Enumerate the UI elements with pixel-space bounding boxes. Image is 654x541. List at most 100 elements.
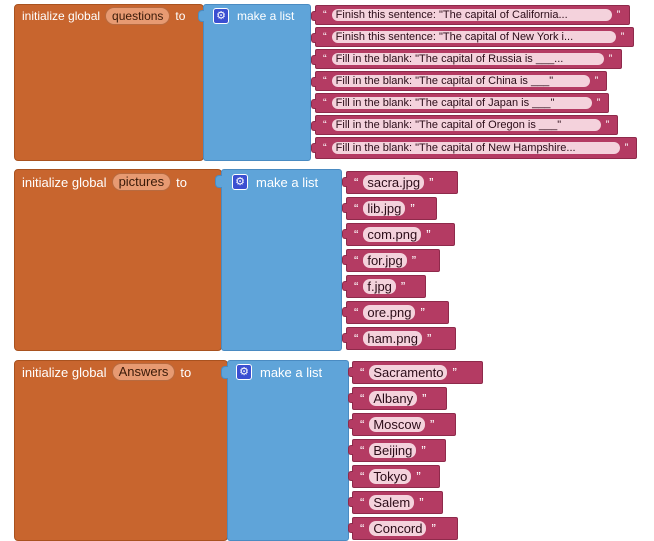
to-label: to <box>175 9 186 23</box>
quote-close: ” <box>419 495 424 510</box>
make-a-list-block-questions[interactable] <box>203 4 311 161</box>
quote-close: ” <box>430 417 435 432</box>
string-item[interactable]: “f.jpg” <box>342 275 426 298</box>
string-text[interactable]: Fill in the blank: "The capital of Russi… <box>331 53 604 65</box>
string-item[interactable]: “ham.png” <box>342 327 456 350</box>
quote-close: ” <box>616 9 621 21</box>
quote-open: “ <box>323 9 327 21</box>
string-text[interactable]: for.jpg <box>363 253 407 268</box>
string-tab <box>311 77 316 87</box>
string-item[interactable]: “ Finish this sentence: "The capital of C… <box>311 5 630 25</box>
string-tab <box>348 419 353 429</box>
string-item[interactable]: “ Fill in the blank: "The capital of Russ… <box>311 49 622 69</box>
string-tab <box>311 99 316 109</box>
string-text[interactable]: f.jpg <box>363 279 396 294</box>
string-item[interactable]: “ore.png” <box>342 301 449 324</box>
quote-close: ” <box>416 469 421 484</box>
gear-icon[interactable]: ⚙ <box>236 364 252 380</box>
string-item[interactable]: “Salem” <box>348 491 443 514</box>
string-text[interactable]: Finish this sentence: "The capital of Ne… <box>331 31 616 43</box>
quote-open: “ <box>354 279 359 294</box>
make-a-list-header: ⚙ make a list <box>213 6 294 26</box>
string-item[interactable]: “ Fill in the blank: "The capital of New … <box>311 137 637 159</box>
string-tab <box>342 255 347 265</box>
string-item[interactable]: “ Tokyo ” <box>348 465 440 488</box>
quote-open: “ <box>360 391 365 406</box>
string-item[interactable]: “ Moscow ” <box>348 413 456 436</box>
initialize-global-label: initialize global <box>22 364 107 380</box>
string-text[interactable]: lib.jpg <box>363 201 406 216</box>
quote-close: ” <box>426 227 431 242</box>
string-tab <box>348 393 353 403</box>
string-item[interactable]: “Finish this sentence: "The capital of N… <box>311 27 634 47</box>
string-text[interactable]: ham.png <box>363 331 422 346</box>
global-questions-header: initialize global questions to <box>22 6 185 26</box>
string-text[interactable]: Fill in the blank: "The capital of New H… <box>331 142 620 154</box>
global-answers-block[interactable] <box>14 360 228 541</box>
string-text[interactable]: Beijing <box>369 443 417 458</box>
quote-close: ” <box>624 142 629 154</box>
string-text[interactable]: Fill in the blank: "The capital of Orego… <box>331 119 601 131</box>
quote-close: ” <box>426 331 432 346</box>
string-text[interactable]: Fill in the blank: "The capital of China… <box>331 75 590 87</box>
string-text[interactable]: Moscow <box>369 417 426 432</box>
string-text[interactable]: Tokyo <box>369 469 412 484</box>
global-answers-header: initialize global Answers to <box>22 362 191 382</box>
make-a-list-label: make a list <box>237 9 295 23</box>
make-a-list-label: make a list <box>256 174 319 190</box>
variable-name-answers[interactable]: Answers <box>111 363 176 381</box>
variable-name-questions[interactable]: questions <box>105 7 171 25</box>
string-tab <box>342 333 347 343</box>
string-text[interactable]: Finish this sentence: "The capital of Ca… <box>331 9 612 21</box>
string-item[interactable]: “Fill in the blank: "The capital of Oreg… <box>311 115 618 135</box>
quote-open: “ <box>323 53 327 65</box>
make-a-list-block-answers[interactable] <box>227 360 349 541</box>
string-text[interactable]: Concord <box>369 521 427 536</box>
string-item[interactable]: “ Beijing ” <box>348 439 446 462</box>
string-item[interactable]: “Sacramento” <box>348 361 483 384</box>
string-text[interactable]: Salem <box>369 495 415 510</box>
string-tab <box>348 471 353 481</box>
quote-open: “ <box>354 253 359 268</box>
list-socket-tab <box>221 366 228 379</box>
string-item[interactable]: “ Fill in the blank: "The capital of Chin… <box>311 71 607 91</box>
to-label: to <box>180 364 192 380</box>
string-item[interactable]: “com.png” <box>342 223 455 246</box>
quote-close: ” <box>411 253 417 268</box>
quote-open: “ <box>360 417 365 432</box>
global-pictures-block[interactable] <box>14 169 222 351</box>
global-questions-block[interactable] <box>14 4 204 161</box>
string-text[interactable]: ore.png <box>363 305 416 320</box>
string-tab <box>311 121 316 131</box>
string-item[interactable]: “lib.jpg” <box>342 197 437 220</box>
gear-icon[interactable]: ⚙ <box>213 8 229 24</box>
make-a-list-header: ⚙ make a list <box>232 172 318 192</box>
quote-open: “ <box>360 521 365 536</box>
string-tab <box>342 281 347 291</box>
string-tab <box>311 143 316 153</box>
string-text[interactable]: com.png <box>363 227 422 242</box>
quote-close: ” <box>421 443 426 458</box>
string-tab <box>342 307 347 317</box>
quote-open: “ <box>360 443 365 458</box>
quote-open: “ <box>323 75 327 87</box>
string-text[interactable]: sacra.jpg <box>363 175 425 190</box>
string-text[interactable]: Albany <box>369 391 418 406</box>
quote-close: ” <box>594 75 599 87</box>
variable-name-pictures[interactable]: pictures <box>111 173 172 191</box>
quote-close: ” <box>429 175 434 190</box>
string-tab <box>348 367 353 377</box>
make-a-list-block-pictures[interactable] <box>221 169 342 351</box>
string-item[interactable]: “Concord” <box>348 517 458 540</box>
string-item[interactable]: “ for.jpg ” <box>342 249 440 272</box>
string-text[interactable]: Sacramento <box>369 365 448 380</box>
quote-open: “ <box>360 469 365 484</box>
quote-close: ” <box>605 119 610 131</box>
string-item[interactable]: “Albany” <box>348 387 447 410</box>
gear-icon[interactable]: ⚙ <box>232 174 248 190</box>
string-tab <box>348 445 353 455</box>
string-text[interactable]: Fill in the blank: "The capital of Japan… <box>331 97 592 109</box>
string-item[interactable]: “Fill in the blank: "The capital of Japa… <box>311 93 609 113</box>
quote-open: “ <box>323 142 327 154</box>
string-item[interactable]: “sacra.jpg” <box>342 171 458 194</box>
